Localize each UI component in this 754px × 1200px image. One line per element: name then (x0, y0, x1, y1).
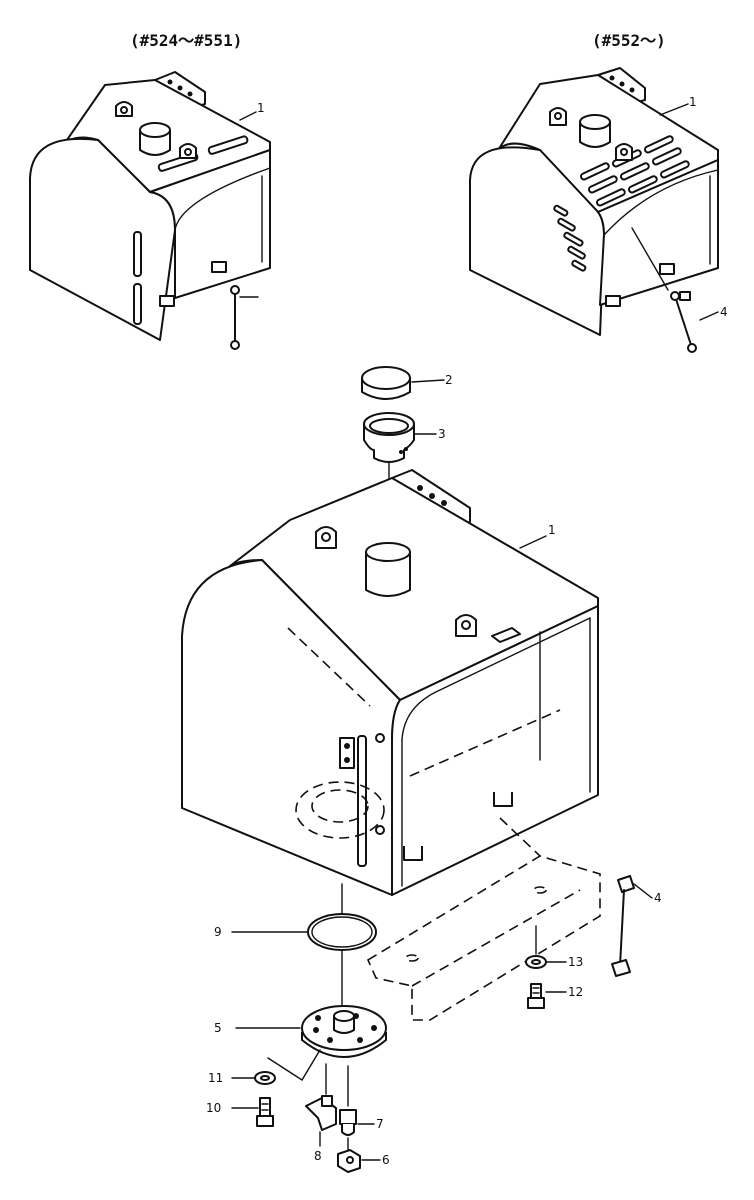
part-11-washer: 11 (208, 1049, 321, 1085)
part-9-o-ring: 9 (214, 913, 377, 951)
right-tank-vent-slots (579, 135, 690, 207)
left-variant-header: (#524～#551) (130, 31, 242, 50)
callout-1-left: 1 (257, 101, 265, 115)
callout-6: 6 (382, 1153, 390, 1167)
callout-3: 3 (438, 427, 446, 441)
part-3-strainer: 3 (363, 412, 446, 463)
callout-2: 2 (445, 373, 453, 387)
right-level-gauge (674, 295, 693, 349)
callout-11: 11 (208, 1071, 223, 1085)
callout-9: 9 (214, 925, 222, 939)
tank-filler-neck (365, 552, 411, 597)
part-6-plug: 6 (337, 1149, 390, 1173)
part-4-level-gauge: 4 (611, 875, 662, 977)
tank-side-plate (339, 737, 355, 769)
right-tank-side-vents (553, 204, 587, 272)
tank-foot-2 (493, 792, 513, 807)
callout-1-main: 1 (548, 523, 556, 537)
tank-side-face (391, 605, 599, 896)
callout-1-right: 1 (689, 95, 697, 109)
callout-5: 5 (214, 1021, 222, 1035)
part-7-adapter: 7 (339, 1109, 384, 1136)
right-tank-side (597, 159, 719, 306)
callout-13: 13 (568, 955, 583, 969)
tank-sight-gauge (357, 735, 367, 867)
callout-12: 12 (568, 985, 583, 999)
part-8-elbow: 8 (305, 1095, 337, 1163)
part-5-suction-flange: 5 (214, 1005, 387, 1058)
callout-10: 10 (206, 1101, 221, 1115)
part-1-hydraulic-tank: 1 (181, 469, 599, 896)
left-tank-side (149, 149, 271, 299)
right-tank-assembly: 1 4 (469, 67, 728, 353)
part-2-cap: 2 (361, 366, 453, 400)
part-13-washer: 13 (525, 925, 583, 969)
callout-4-right: 4 (720, 305, 728, 319)
callout-8: 8 (314, 1149, 322, 1163)
mounting-bracket-phantom (366, 817, 601, 1021)
callout-4-main: 4 (654, 891, 662, 905)
callout-7: 7 (376, 1117, 384, 1131)
part-10-bolt: 10 (206, 1097, 274, 1127)
left-tank-assembly: 1 (29, 71, 271, 350)
tank-foot-1 (403, 846, 423, 861)
right-variant-header: (#552～) (592, 31, 666, 50)
part-12-bolt: 12 (527, 983, 583, 1009)
